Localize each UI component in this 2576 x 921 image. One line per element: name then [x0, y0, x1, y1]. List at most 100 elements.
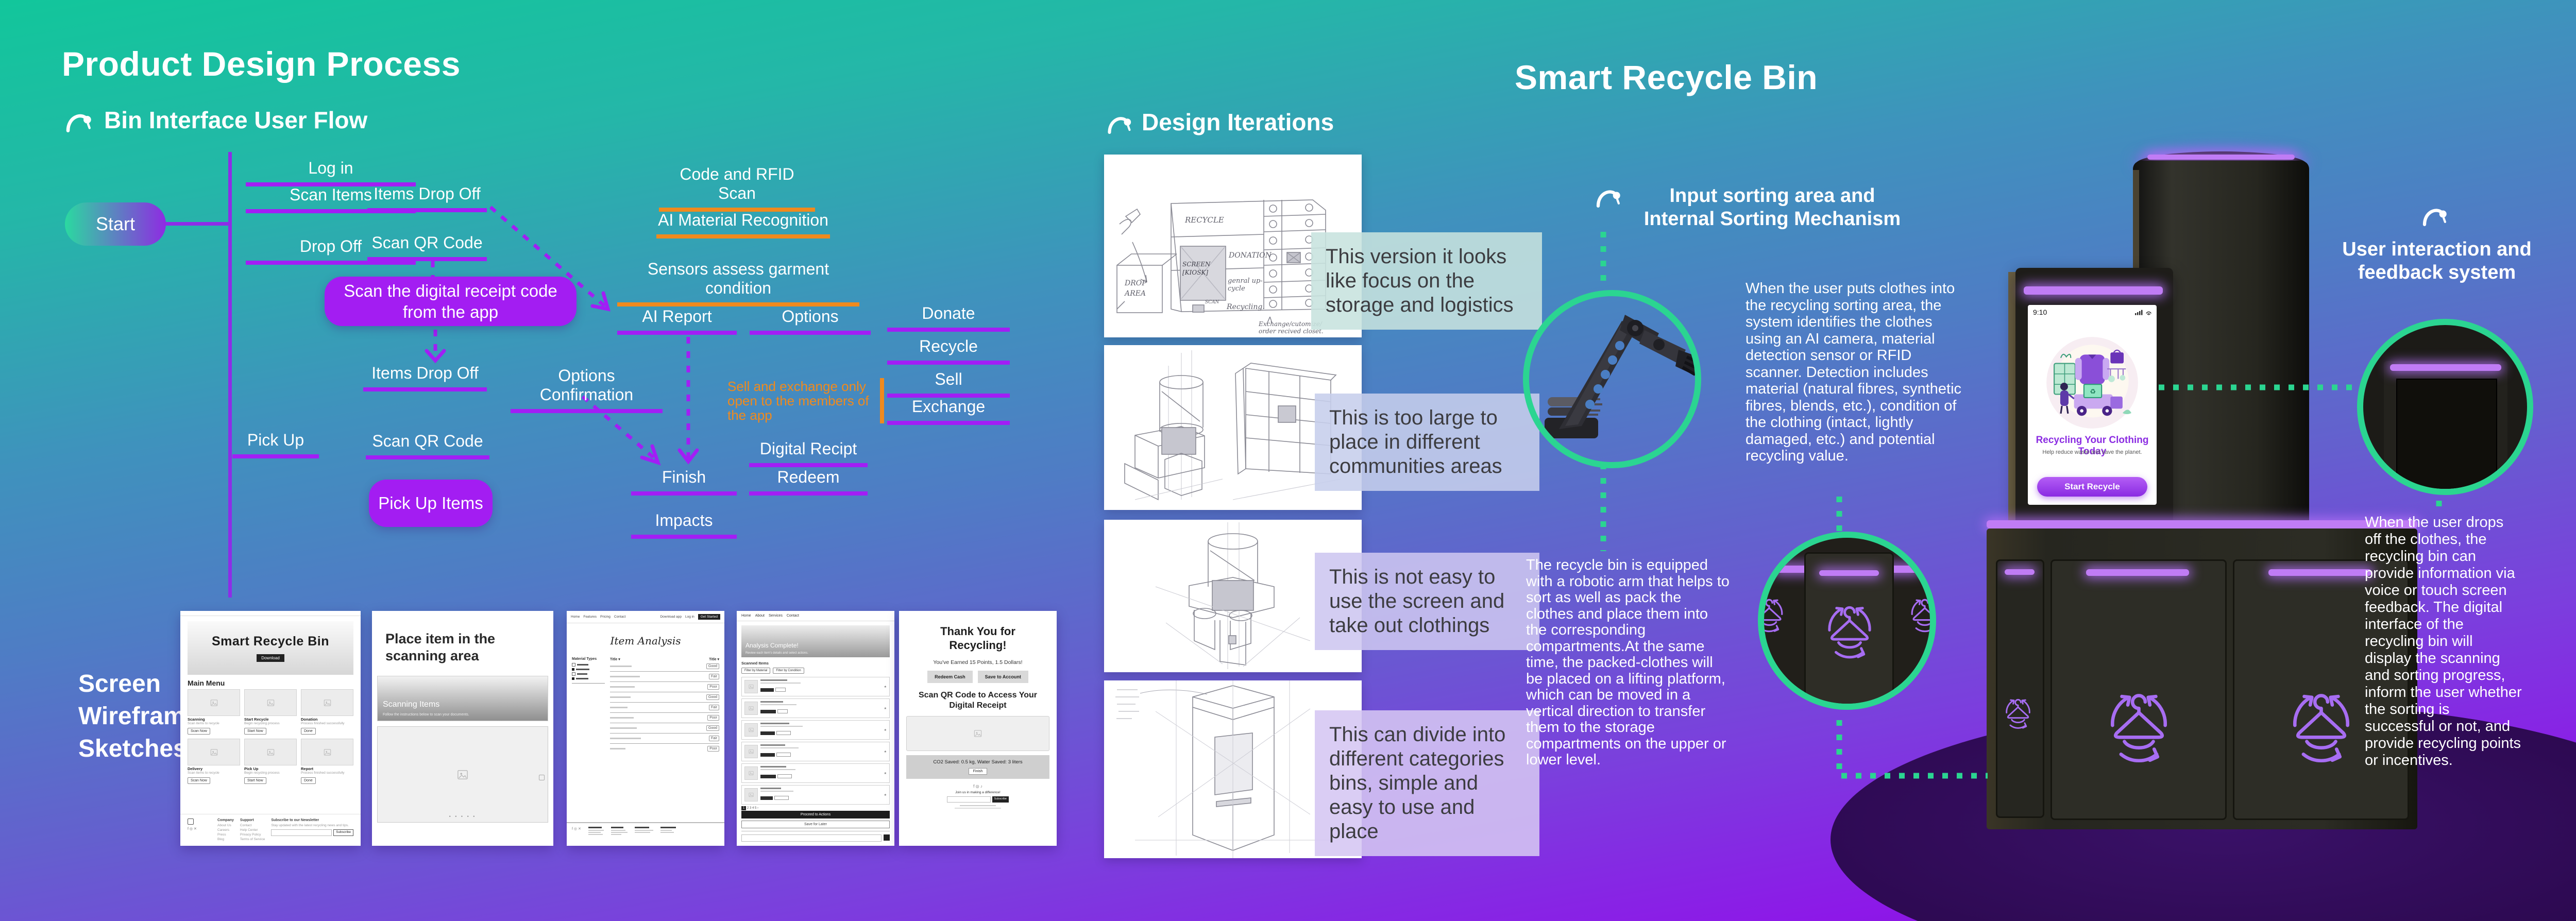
wireframe-screen-main-menu: Smart Recycle Bin Download Main Menu Sca… — [180, 611, 361, 846]
wf4-nav-item[interactable]: Home — [741, 614, 751, 618]
wf4-item-row: ★ — [741, 785, 890, 805]
wf1-footer-company: Company — [217, 818, 234, 822]
product-title: Smart Recycle Bin — [1515, 58, 1818, 96]
wf1-title: Smart Recycle Bin — [211, 634, 330, 649]
wf4-row-button[interactable] — [776, 730, 791, 735]
bin-door-left — [2050, 559, 2227, 820]
wf3-checkbox[interactable] — [572, 668, 574, 671]
iteration-caption-3: This is not easy to use the screen and t… — [1315, 553, 1539, 650]
sorting-bins-inset — [1758, 532, 1936, 710]
wf3-badge: Poor — [707, 684, 719, 690]
flow-step-login: Log in — [246, 159, 416, 186]
wf4-row-button[interactable] — [775, 687, 786, 692]
wf4-row-button[interactable] — [760, 709, 776, 713]
wf4-row-button[interactable] — [776, 752, 791, 757]
start-recycle-button[interactable]: Start Recycle — [2037, 477, 2147, 497]
wf4-filter-condition[interactable]: Filter by Condition — [773, 668, 804, 674]
wireframe-section-label: Screen Wireframe Sketches — [78, 670, 199, 762]
flow-step-pick-up: Pick Up — [232, 431, 319, 458]
wf3-badge: Fair — [708, 705, 719, 710]
wf1-card-button[interactable]: Start Now — [244, 777, 266, 784]
wf3-nav-item[interactable]: Contact — [614, 615, 626, 619]
app-title: Recycling Your Clothing Today — [2036, 435, 2149, 457]
wf1-card-button[interactable]: Scan Now — [188, 777, 210, 784]
wf4-secondary-button[interactable]: Save for Later — [741, 821, 890, 828]
wf3-login[interactable]: Log in — [685, 615, 694, 619]
wf4-primary-button[interactable]: Proceed to Actions — [741, 811, 890, 818]
wf5-finish-button[interactable]: Finish — [968, 768, 988, 775]
wf4-nav-item[interactable]: Services — [768, 614, 783, 618]
wf4-nav-item[interactable]: Contact — [786, 614, 799, 618]
wireframe-screen-scanning: Place item in the scanning area Scanning… — [372, 611, 553, 846]
wf4-row-button[interactable] — [760, 774, 776, 778]
bin-top-glow-ring — [2147, 155, 2295, 160]
wf4-row-button[interactable] — [777, 709, 788, 713]
svg-text:♻: ♻ — [2090, 387, 2096, 395]
flow-members-note: Sell and exchange only open to the membe… — [727, 379, 869, 423]
sketch-label: RECYCLE — [1185, 215, 1224, 225]
feedback-system-label: User interaction and feedback system — [2342, 238, 2532, 283]
wf3-badge: Fair — [708, 674, 719, 679]
wf4-row-button[interactable] — [760, 796, 773, 800]
wf5-redeem-button[interactable]: Redeem Cash — [927, 671, 973, 683]
flow-step-finish: Finish — [631, 468, 737, 496]
screen-top-glow — [2024, 286, 2163, 295]
wf5-save-button[interactable]: Save to Account — [977, 671, 1028, 683]
wf3-nav-item[interactable]: Features — [583, 615, 597, 619]
wf3-download-app[interactable]: Download app — [660, 615, 682, 619]
wf1-download-button[interactable]: Download — [257, 654, 284, 662]
wf4-item-row: ★ — [741, 698, 890, 718]
hanger-recycle-icon — [1817, 599, 1882, 664]
wf4-pagination[interactable]: 1 2 3 4 5 › — [741, 806, 890, 810]
iteration-caption-2: This is too large to place in different … — [1315, 394, 1539, 491]
wf3-footer-social[interactable]: f ◎ ✕ — [572, 827, 581, 831]
wf3-badge: Good — [706, 694, 719, 700]
wf4-nav-item[interactable]: About — [755, 614, 765, 618]
flow-step-impacts: Impacts — [631, 511, 737, 539]
wf3-nav-item[interactable]: Home — [571, 615, 580, 619]
wf3-checkbox[interactable] — [572, 677, 574, 680]
wf3-checkbox[interactable] — [572, 663, 575, 667]
wf2-side-icon[interactable] — [539, 774, 545, 780]
wf3-get-started-button[interactable]: Get Started — [698, 614, 720, 620]
wf4-row-button[interactable] — [760, 753, 775, 757]
flow-start-connector — [165, 222, 230, 226]
flow-step-scan-items: Scan Items — [246, 185, 416, 213]
sketch-label: SCAN — [1205, 300, 1219, 305]
wf1-card-button[interactable]: Scan Now — [188, 728, 210, 735]
wf1-email-input[interactable] — [271, 829, 332, 836]
wf4-row-button[interactable] — [774, 795, 789, 800]
wf1-card-button[interactable]: Done — [301, 777, 316, 784]
flow-spine — [228, 152, 232, 598]
flow-arrows — [425, 206, 699, 466]
wf4-row-button[interactable] — [760, 731, 775, 735]
bin-mid-glow-band — [1987, 520, 2417, 528]
wf1-card-button[interactable]: Start Now — [244, 728, 266, 735]
wf4-filter-material[interactable]: Filter by Material — [741, 668, 771, 674]
wf4-input[interactable] — [741, 834, 882, 842]
wf4-submit-button[interactable] — [884, 834, 890, 841]
wf4-row-button[interactable] — [777, 774, 792, 778]
wf3-checkbox[interactable] — [572, 672, 575, 676]
wf5-title: Thank You for Recycling! — [940, 625, 1015, 652]
wf1-social-icons[interactable]: f ◎ ✕ — [188, 827, 197, 831]
flow-step-donate: Donate — [887, 304, 1010, 332]
wf4-item-row: ★ — [741, 742, 890, 761]
wf5-subscribe-button[interactable]: Subscribe — [992, 796, 1009, 803]
wf1-card-button[interactable]: Done — [301, 728, 316, 735]
flow-step-ai-report: AI Report — [617, 307, 737, 335]
wf3-col-header[interactable]: Title ▾ — [610, 658, 620, 661]
bin-touchscreen[interactable]: 9:10 ♻ Recycling Your Clothing Today Hel… — [2028, 305, 2157, 505]
wf5-social-icons[interactable]: f ◎ ♪ — [973, 784, 982, 789]
wf2-carousel-dots[interactable]: • • • • • — [449, 814, 477, 819]
curl-arrow-icon — [1595, 186, 1623, 208]
flow-step-exchange: Exchange — [887, 397, 1010, 425]
wf5-email-input[interactable] — [947, 796, 991, 803]
flow-step-sell: Sell — [887, 370, 1010, 398]
wf4-row-button[interactable] — [760, 688, 774, 692]
wf2-heading: Place item in the scanning area — [385, 631, 496, 663]
wf1-subscribe-button[interactable]: Subscribe — [333, 829, 353, 836]
wf3-nav-item[interactable]: Pricing — [600, 615, 611, 619]
wf3-col-header[interactable]: Title ▾ — [709, 658, 719, 661]
